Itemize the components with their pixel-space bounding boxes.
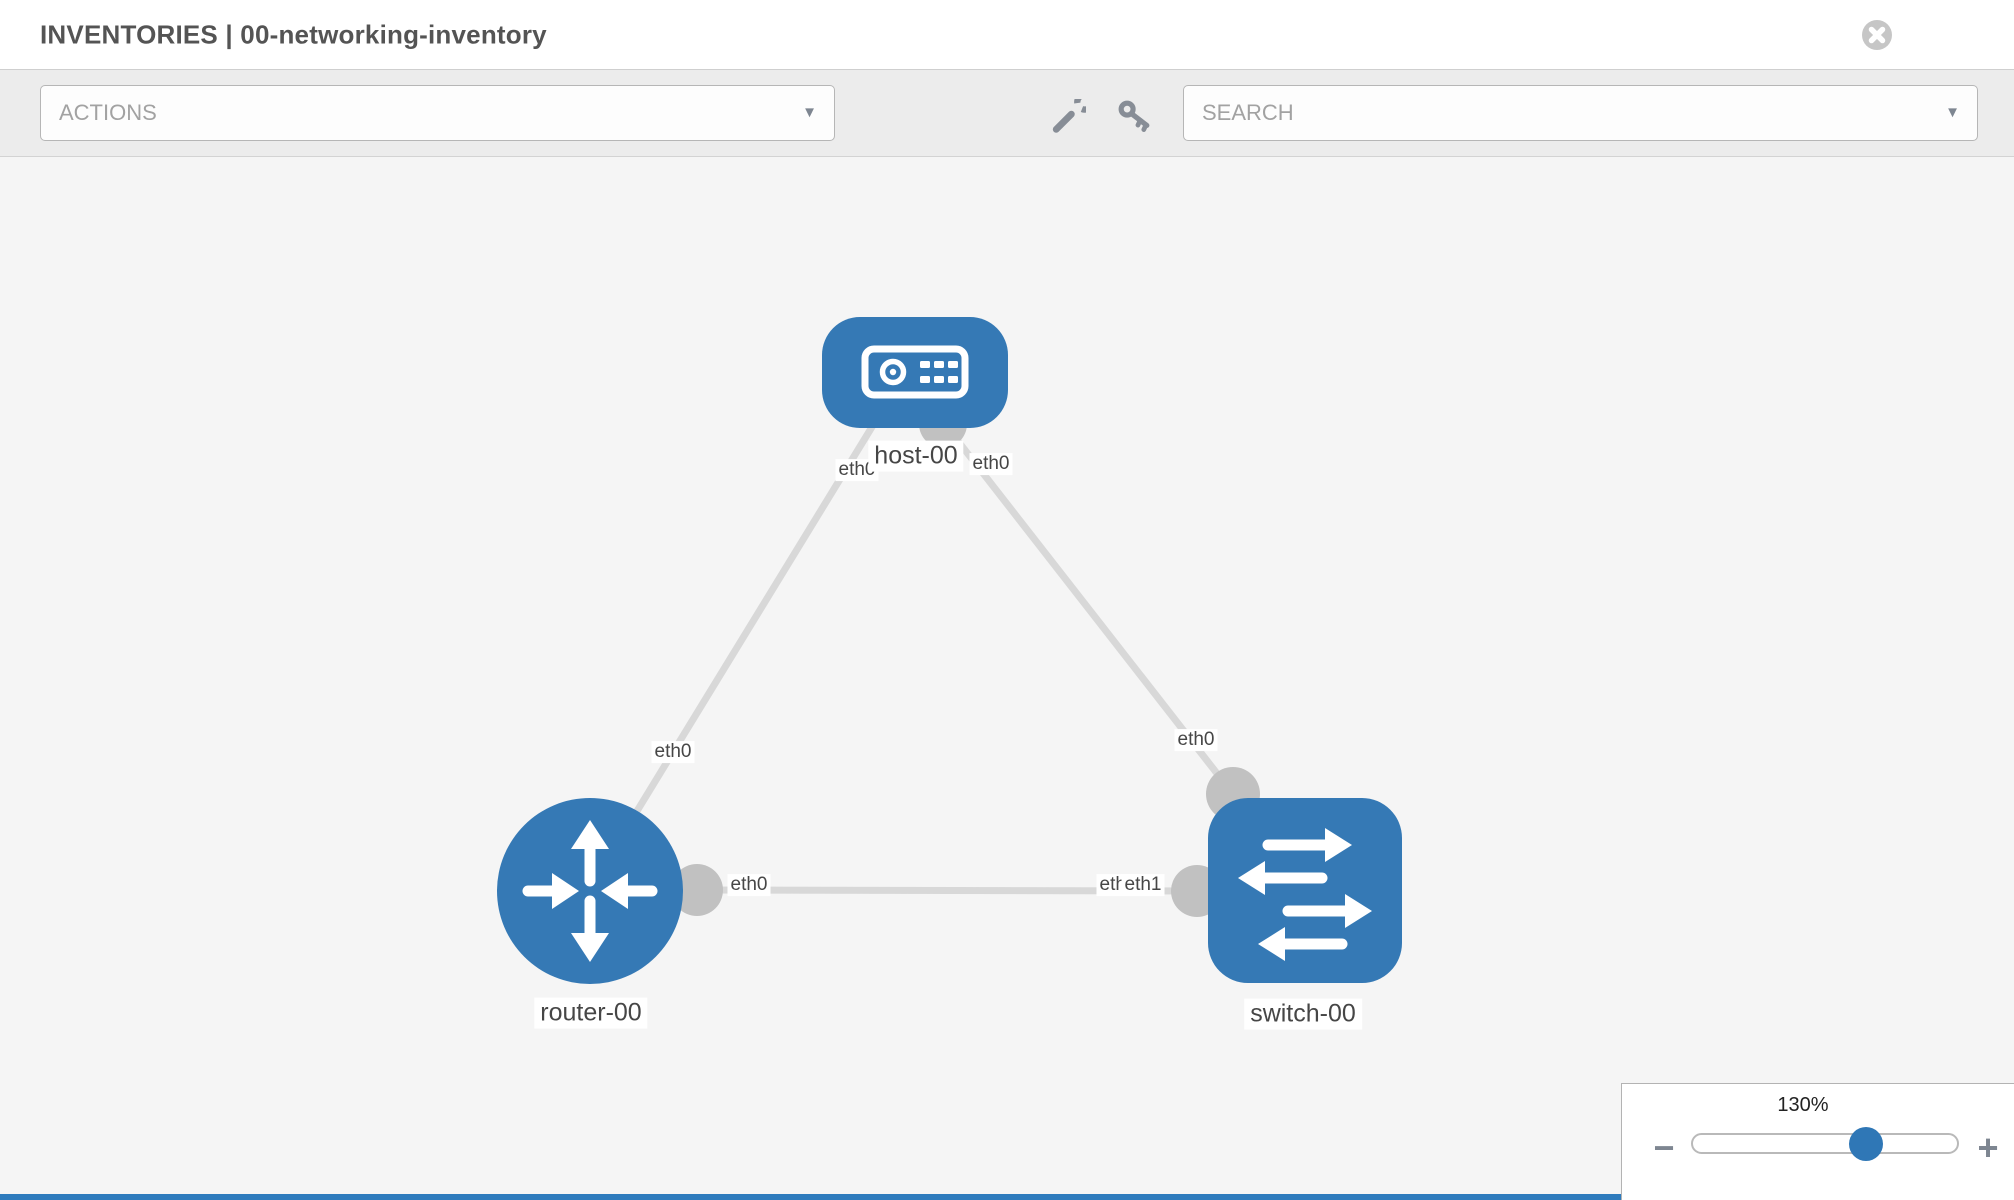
- zoom-level: 130%: [1777, 1094, 1829, 1116]
- zoom-slider-handle[interactable]: [1849, 1126, 1883, 1161]
- interface-label: eth0: [727, 874, 771, 896]
- server-icon: [861, 345, 969, 399]
- topology-canvas[interactable]: eth0 eth0 eth0 eth0 eth0 eth0 eth1 host-…: [0, 157, 2014, 1200]
- bottom-accent-bar: [0, 1194, 1621, 1200]
- search-placeholder: SEARCH: [1202, 100, 1294, 125]
- interface-label: eth0: [835, 459, 879, 481]
- actions-dropdown-label: ACTIONS: [59, 100, 157, 125]
- interface-label: eth0: [1174, 729, 1218, 751]
- zoom-slider-track[interactable]: [1691, 1126, 1959, 1161]
- node-label-router: router-00: [534, 997, 648, 1029]
- page-title: INVENTORIES | 00-networking-inventory: [40, 19, 547, 49]
- link-endpoint-dot[interactable]: [671, 864, 723, 916]
- zoom-out-button[interactable]: −: [1653, 1127, 1675, 1168]
- interface-label: eth0: [651, 741, 695, 763]
- search-dropdown[interactable]: SEARCH ▼: [1183, 85, 1978, 141]
- topology-graph: [497, 317, 1402, 984]
- node-label-switch: switch-00: [1244, 998, 1362, 1030]
- node-switch-00[interactable]: [1208, 798, 1402, 983]
- zoom-in-button[interactable]: +: [1977, 1127, 1999, 1168]
- chevron-down-icon: ▼: [1945, 103, 1960, 121]
- interface-label: eth1: [1121, 874, 1165, 896]
- switch-arrows-icon: [1238, 828, 1372, 961]
- close-icon: [1862, 20, 1892, 50]
- zoom-panel: 130% − +: [1621, 1083, 2014, 1200]
- chevron-down-icon: ▼: [802, 103, 817, 121]
- header: INVENTORIES | 00-networking-inventory: [0, 0, 2014, 69]
- actions-dropdown[interactable]: ACTIONS ▼: [40, 85, 835, 141]
- node-router-00[interactable]: [497, 798, 683, 984]
- node-label-host: host-00: [868, 440, 964, 472]
- key-icon: [1118, 100, 1150, 132]
- wrench-icon: [1052, 91, 1096, 133]
- close-button[interactable]: [1861, 19, 1893, 51]
- tools-button[interactable]: [1050, 91, 1096, 135]
- credentials-button[interactable]: [1117, 99, 1153, 135]
- toolbar: ACTIONS ▼ SEARCH ▼: [0, 69, 2014, 157]
- router-arrows-icon: [522, 820, 658, 962]
- interface-label: eth0: [969, 453, 1013, 475]
- node-host-00[interactable]: [822, 317, 1008, 428]
